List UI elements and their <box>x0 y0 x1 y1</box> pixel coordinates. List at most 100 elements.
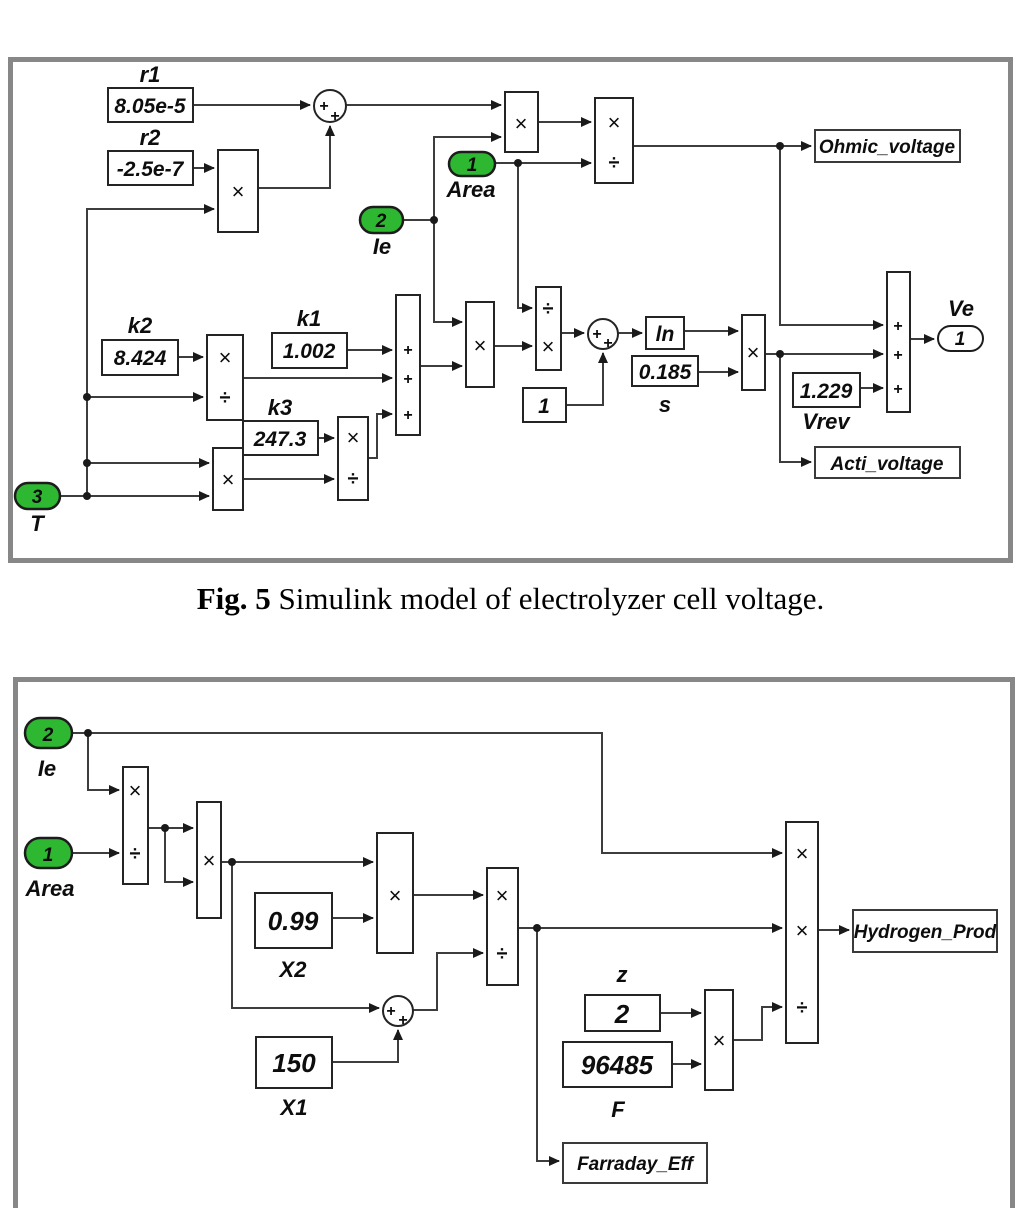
divide-ohmic: × ÷ <box>594 97 634 184</box>
outport-shape <box>937 325 984 352</box>
multiply-symbol: × <box>713 1028 726 1053</box>
wire <box>433 132 502 220</box>
constant-f-label: F <box>611 1097 625 1122</box>
figure-caption: Fig. 5 Simulink model of electrolyzer ce… <box>0 581 1021 617</box>
wire <box>517 163 533 313</box>
product-block <box>212 447 244 511</box>
constant-r2-block <box>107 150 194 186</box>
product-squarer: × <box>196 801 222 919</box>
divide-ie-area: × ÷ <box>122 766 149 885</box>
ln-block-rect <box>645 316 685 350</box>
sum-circle <box>313 89 347 123</box>
inport-shape <box>358 205 405 235</box>
junction-dot <box>533 924 541 932</box>
constant-k2-label: k2 <box>128 313 153 338</box>
multiply-symbol: × <box>389 883 402 908</box>
constant-z: z 2 <box>584 962 661 1032</box>
constant-z-label: z <box>616 962 628 987</box>
inport-ie-d1: 2 Ie <box>358 205 405 259</box>
multiply-symbol: × <box>347 425 360 450</box>
divide-k3T2: × ÷ <box>337 416 369 501</box>
goto-block <box>852 909 998 953</box>
inport-label: T <box>30 511 45 536</box>
junction-dot <box>161 824 169 832</box>
multiply-symbol: × <box>474 333 487 358</box>
inport-label: Area <box>25 876 75 901</box>
constant-s-block <box>631 355 699 387</box>
plus-symbol: + <box>330 108 339 125</box>
plus-symbol: + <box>386 1003 395 1020</box>
constant-x2-value: 0.99 <box>268 906 319 936</box>
divide-block <box>122 766 149 885</box>
sum-circle-x1: + + <box>382 995 414 1029</box>
multiply-symbol: × <box>129 778 142 803</box>
ln-label: ln <box>656 323 675 346</box>
constant-r1: r1 8.05e-5 <box>107 62 194 123</box>
product-block <box>704 989 734 1091</box>
constant-k1: k1 1.002 <box>271 306 348 369</box>
product-ksum: × <box>465 301 495 388</box>
junction-dot <box>228 858 236 866</box>
divide-act: ÷ × <box>535 286 562 371</box>
product-block <box>785 821 819 1044</box>
divide-symbol: ÷ <box>130 843 141 865</box>
constant-r2-value: -2.5e-7 <box>117 158 185 181</box>
constant-x1: 150 X1 <box>255 1036 333 1120</box>
junction-dot <box>83 459 91 467</box>
divide-symbol: ÷ <box>609 152 620 174</box>
goto-acti-voltage: Acti_voltage <box>814 446 961 479</box>
sum-block <box>395 294 421 436</box>
junction-dot <box>84 729 92 737</box>
multiply-symbol: × <box>747 340 760 365</box>
goto-ohmic-text: Ohmic_voltage <box>819 137 956 158</box>
product-block <box>741 314 766 391</box>
constant-r2-label: r2 <box>140 125 162 150</box>
junction-dot <box>514 159 522 167</box>
inport-ie-d2: 2 Ie <box>23 716 74 781</box>
inport-number: 3 <box>32 487 43 508</box>
wire <box>433 220 463 327</box>
inport-shape <box>23 716 74 750</box>
constant-one: 1 <box>522 387 567 423</box>
goto-hydrogen-text: Hydrogen_Prod <box>854 922 997 943</box>
outport-ve: Ve 1 <box>937 296 984 352</box>
inport-label: Ie <box>373 234 391 259</box>
divide-symbol: ÷ <box>543 298 554 320</box>
divide-block <box>486 867 519 986</box>
wire <box>258 125 335 189</box>
multiply-symbol: × <box>222 467 235 492</box>
constant-k2: k2 8.424 <box>101 313 179 376</box>
product-x2: × <box>376 832 414 954</box>
inport-shape <box>23 836 74 870</box>
goto-farraday-text: Farraday_Eff <box>577 1154 694 1175</box>
outport-number: 1 <box>955 329 966 350</box>
constant-k3: k3 247.3 <box>242 395 319 456</box>
wire <box>779 354 812 467</box>
constant-r2: r2 -2.5e-7 <box>107 125 194 186</box>
product-block <box>376 832 414 954</box>
constant-one-value: 1 <box>538 395 550 418</box>
constant-r1-label: r1 <box>140 62 161 87</box>
product-r2T: × <box>217 149 259 233</box>
wire <box>368 409 393 459</box>
inport-label: Area <box>446 177 496 202</box>
product-block <box>196 801 222 919</box>
sum-circle <box>382 995 414 1027</box>
constant-vrev: 1.229 Vrev <box>792 372 861 434</box>
constant-f: 96485 F <box>562 1041 673 1122</box>
inport-shape <box>13 481 62 511</box>
sum-block <box>886 271 911 413</box>
multiply-symbol: × <box>796 918 809 943</box>
goto-farraday-eff: Farraday_Eff <box>562 1142 708 1184</box>
plus-symbol: + <box>893 347 902 364</box>
multiply-symbol: × <box>203 848 216 873</box>
constant-f-value: 96485 <box>581 1050 654 1080</box>
multiply-symbol: × <box>515 111 528 136</box>
multiply-symbol: × <box>219 345 232 370</box>
sum-k1k2k3: + + + <box>395 294 421 436</box>
junction-dot <box>776 142 784 150</box>
outport-label: Ve <box>948 296 974 321</box>
ln-block: ln <box>645 316 685 350</box>
